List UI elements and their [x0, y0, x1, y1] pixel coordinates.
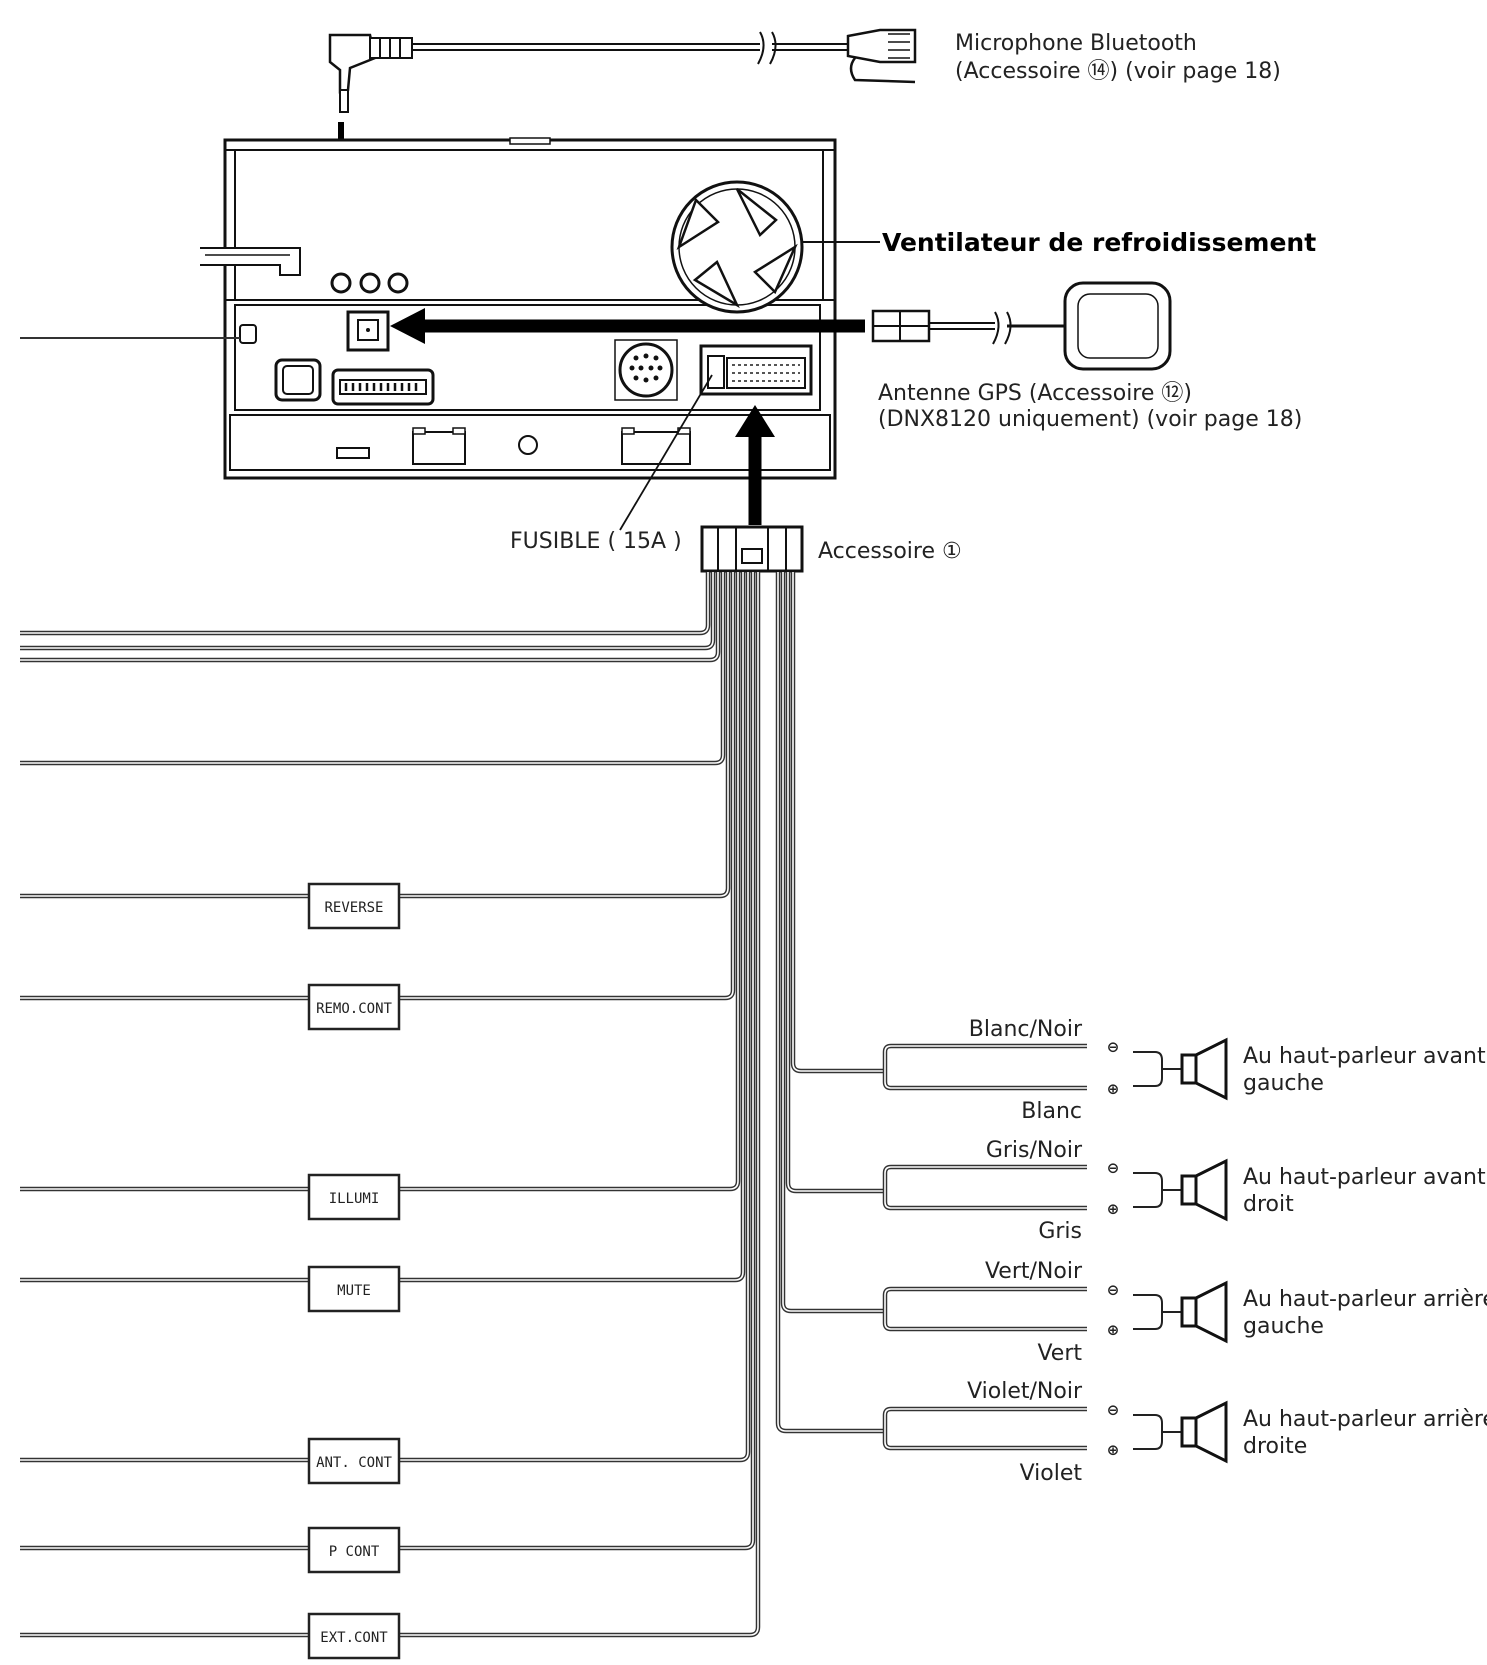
harness-connector: [700, 525, 804, 573]
speaker-front-right-target-line2: droit: [1243, 1192, 1294, 1217]
speaker-rear-left-pos-symbol: ⊕: [1107, 1321, 1120, 1339]
tag-mute: MUTE: [307, 1265, 401, 1313]
tag-illumi: ILLUMI: [307, 1173, 401, 1221]
speaker-front-left-icon: [1180, 1053, 1198, 1085]
speaker-rear-right-neg-color: Violet/Noir: [967, 1379, 1083, 1404]
tag-remo-cont: REMO.CONT: [307, 983, 401, 1031]
tag-ext-cont: EXT.CONT: [307, 1612, 401, 1660]
speaker-rear-right-pos-symbol: ⊕: [1107, 1441, 1120, 1459]
speaker-front-left: Blanc/Noir Blanc ⊖ ⊕ Au haut-parleur ava…: [969, 1017, 1486, 1124]
tag-illumi-label: ILLUMI: [329, 1191, 380, 1207]
tag-p-cont-label: P CONT: [329, 1544, 380, 1560]
tag-remo-cont-label: REMO.CONT: [316, 1001, 392, 1017]
speaker-rear-right-icon: [1180, 1416, 1198, 1448]
tag-ant-cont: ANT. CONT: [307, 1437, 401, 1485]
speaker-front-right-target-line1: Au haut-parleur avant: [1243, 1165, 1486, 1190]
tag-p-cont: P CONT: [307, 1526, 401, 1574]
speaker-rear-left-neg-color: Vert/Noir: [985, 1259, 1083, 1284]
gps-arrow-head: [390, 308, 425, 344]
tag-ext-cont-label: EXT.CONT: [320, 1630, 388, 1646]
tag-mute-label: MUTE: [337, 1283, 371, 1299]
fuse-leader: [619, 374, 713, 531]
speaker-front-right-neg-symbol: ⊖: [1107, 1159, 1120, 1177]
speaker-front-left-pos-color: Blanc: [1021, 1099, 1082, 1124]
gps-label-line2: (DNX8120 uniquement) (voir page 18): [878, 407, 1302, 432]
tag-reverse: REVERSE: [307, 882, 401, 930]
speaker-front-right-pos-color: Gris: [1038, 1219, 1082, 1244]
cooling-fan-icon: [670, 180, 880, 314]
harness-arrow-head: [735, 405, 775, 437]
speaker-front-right-pos-symbol: ⊕: [1107, 1200, 1120, 1218]
microphone-label-line1: Microphone Bluetooth: [955, 31, 1197, 56]
speaker-rear-right-neg-symbol: ⊖: [1107, 1401, 1120, 1419]
speaker-rear-left-icon: [1180, 1296, 1198, 1328]
microphone-cable: [328, 28, 917, 113]
fuse-label: FUSIBLE ( 15A ): [510, 529, 682, 554]
speaker-front-right-neg-color: Gris/Noir: [986, 1138, 1083, 1163]
speaker-rear-left-target-line1: Au haut-parleur arrière: [1243, 1287, 1487, 1312]
speaker-front-right-icon: [1180, 1174, 1198, 1206]
gps-antenna: [871, 281, 1172, 371]
speaker-rear-left-neg-symbol: ⊖: [1107, 1281, 1120, 1299]
speaker-rear-left: Vert/Noir Vert ⊖ ⊕ Au haut-parleur arriè…: [985, 1259, 1487, 1366]
speaker-front-left-neg-symbol: ⊖: [1107, 1038, 1120, 1056]
tag-ant-cont-label: ANT. CONT: [316, 1455, 392, 1471]
accessory-label: Accessoire ①: [818, 539, 962, 564]
speaker-front-left-pos-symbol: ⊕: [1107, 1080, 1120, 1098]
speaker-front-right: Gris/Noir Gris ⊖ ⊕ Au haut-parleur avant…: [986, 1138, 1486, 1244]
microphone-label-line2: (Accessoire ⑭) (voir page 18): [955, 59, 1281, 84]
speaker-rear-right-target-line1: Au haut-parleur arrière: [1243, 1407, 1487, 1432]
tag-reverse-label: REVERSE: [324, 900, 383, 916]
speaker-rear-left-pos-color: Vert: [1037, 1341, 1082, 1366]
speaker-front-left-target-line2: gauche: [1243, 1071, 1324, 1096]
speaker-rear-right: Violet/Noir Violet ⊖ ⊕ Au haut-parleur a…: [967, 1379, 1487, 1486]
fan-label: Ventilateur de refroidissement: [882, 228, 1316, 257]
speaker-front-left-target-line1: Au haut-parleur avant: [1243, 1044, 1486, 1069]
speaker-wires: [775, 572, 1087, 1451]
speaker-rear-right-pos-color: Violet: [1020, 1461, 1083, 1486]
left-wires: [20, 572, 761, 1638]
gps-label-line1: Antenne GPS (Accessoire ⑫): [878, 381, 1192, 406]
speaker-rear-right-target-line2: droite: [1243, 1434, 1307, 1459]
speaker-front-left-neg-color: Blanc/Noir: [969, 1017, 1083, 1042]
speaker-rear-left-target-line2: gauche: [1243, 1314, 1324, 1339]
